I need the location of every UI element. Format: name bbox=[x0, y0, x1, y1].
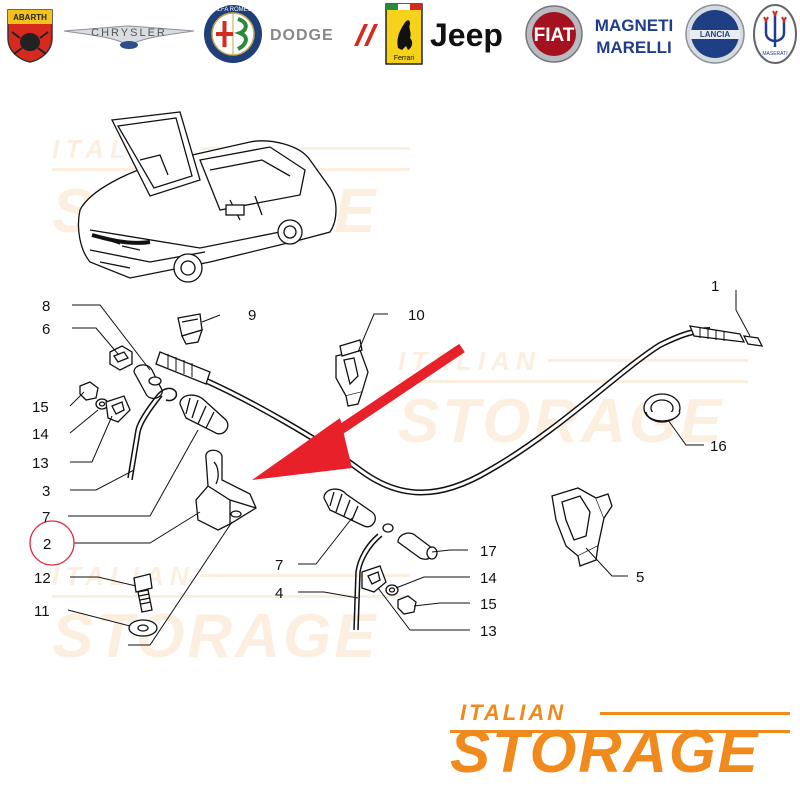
callout-14-left: 14 bbox=[32, 426, 49, 443]
callout-2-highlight-circle bbox=[29, 520, 75, 566]
callout-13-right: 13 bbox=[480, 623, 497, 640]
leader-lines bbox=[67, 290, 751, 646]
callout-numbers: 1 2 3 4 5 6 7 7 8 9 10 11 12 13 13 14 14… bbox=[32, 278, 727, 640]
callout-15-left: 15 bbox=[32, 399, 49, 416]
fiat-logo: FIAT bbox=[524, 4, 584, 64]
part-13-clamp-right bbox=[361, 565, 387, 593]
part-11-washer bbox=[128, 619, 158, 637]
part-16-grommet bbox=[643, 393, 681, 423]
dodge-logo: DODGE bbox=[268, 4, 380, 64]
part-4-rod-right bbox=[353, 533, 383, 631]
svg-text:DODGE: DODGE bbox=[270, 27, 334, 44]
svg-text:Ferrari: Ferrari bbox=[394, 55, 415, 62]
part-14-washer-left bbox=[95, 398, 109, 410]
part-7-boot-left bbox=[179, 394, 229, 435]
footer-logo-line2: STORAGE bbox=[450, 718, 760, 785]
svg-text:Jeep: Jeep bbox=[430, 17, 503, 53]
part-13-clamp-left bbox=[105, 395, 131, 423]
part-12-bolt bbox=[133, 573, 153, 613]
callout-3: 3 bbox=[42, 483, 50, 500]
part-15-nut-left bbox=[79, 381, 99, 401]
callout-7-right: 7 bbox=[275, 557, 283, 574]
part-14-washer-right bbox=[385, 584, 399, 596]
svg-text:MARELLI: MARELLI bbox=[596, 38, 672, 57]
svg-text:ABARTH: ABARTH bbox=[13, 13, 47, 22]
svg-text:LANCIA: LANCIA bbox=[700, 30, 730, 39]
footer-rule-bottom bbox=[450, 730, 790, 733]
part-3-rod-left bbox=[127, 387, 178, 481]
callout-10: 10 bbox=[408, 307, 425, 324]
svg-text:CHRYSLER: CHRYSLER bbox=[91, 27, 167, 39]
callout-7-left: 7 bbox=[42, 509, 50, 526]
part-6-nut bbox=[109, 345, 133, 371]
callout-4: 4 bbox=[275, 585, 283, 602]
footer-rule-top bbox=[600, 712, 790, 715]
callout-8: 8 bbox=[42, 298, 50, 315]
part-9-plug bbox=[177, 313, 204, 345]
callout-9: 9 bbox=[248, 307, 256, 324]
maserati-logo: MASERATI bbox=[752, 4, 798, 64]
part-7-boot-right bbox=[323, 488, 394, 533]
callout-1: 1 bbox=[711, 278, 719, 295]
part-15-nut-right bbox=[397, 595, 417, 615]
brand-logo-strip: ABARTH CHRYSLER ALFA ROMEO bbox=[0, 0, 800, 70]
part-5-clip bbox=[551, 487, 613, 567]
jeep-logo: Jeep bbox=[428, 4, 514, 64]
magneti-marelli-logo: MAGNETI MARELLI bbox=[588, 4, 680, 64]
part-10-clip bbox=[335, 339, 369, 407]
svg-text:STORAGE: STORAGE bbox=[52, 602, 378, 671]
alfa-romeo-logo: ALFA ROMEO bbox=[202, 4, 264, 64]
car-illustration bbox=[77, 111, 337, 283]
chrysler-logo: CHRYSLER bbox=[62, 4, 196, 64]
callout-16: 16 bbox=[710, 438, 727, 455]
abarth-logo: ABARTH bbox=[2, 4, 58, 64]
watermark-mid: ITALIAN STORAGE bbox=[398, 346, 748, 456]
callout-12: 12 bbox=[34, 570, 51, 587]
part-2-latch-bracket bbox=[195, 449, 257, 531]
callout-14-right: 14 bbox=[480, 570, 497, 587]
callout-6: 6 bbox=[42, 321, 50, 338]
callout-5: 5 bbox=[636, 569, 644, 586]
callout-17: 17 bbox=[480, 543, 497, 560]
footer-logo-line1: ITALIAN bbox=[460, 700, 567, 725]
part-17-sleeve bbox=[397, 532, 438, 560]
ferrari-logo: Ferrari bbox=[384, 3, 424, 65]
part-1-release-cable bbox=[155, 325, 764, 496]
svg-text:MASERATI: MASERATI bbox=[762, 51, 787, 57]
callout-15-right: 15 bbox=[480, 596, 497, 613]
red-pointer-arrow bbox=[252, 343, 465, 480]
svg-text:ITALIAN: ITALIAN bbox=[52, 561, 195, 591]
svg-text:ALFA ROMEO: ALFA ROMEO bbox=[214, 7, 253, 13]
svg-text:FIAT: FIAT bbox=[534, 25, 575, 46]
svg-text:MAGNETI: MAGNETI bbox=[595, 16, 673, 35]
watermark-bottom: ITALIAN STORAGE bbox=[52, 561, 410, 671]
callout-11: 11 bbox=[34, 603, 50, 620]
italian-storage-logo: ITALIAN STORAGE bbox=[450, 700, 790, 795]
callout-13-left: 13 bbox=[32, 455, 49, 472]
lancia-logo: LANCIA bbox=[684, 4, 746, 64]
callout-2: 2 bbox=[43, 536, 51, 553]
